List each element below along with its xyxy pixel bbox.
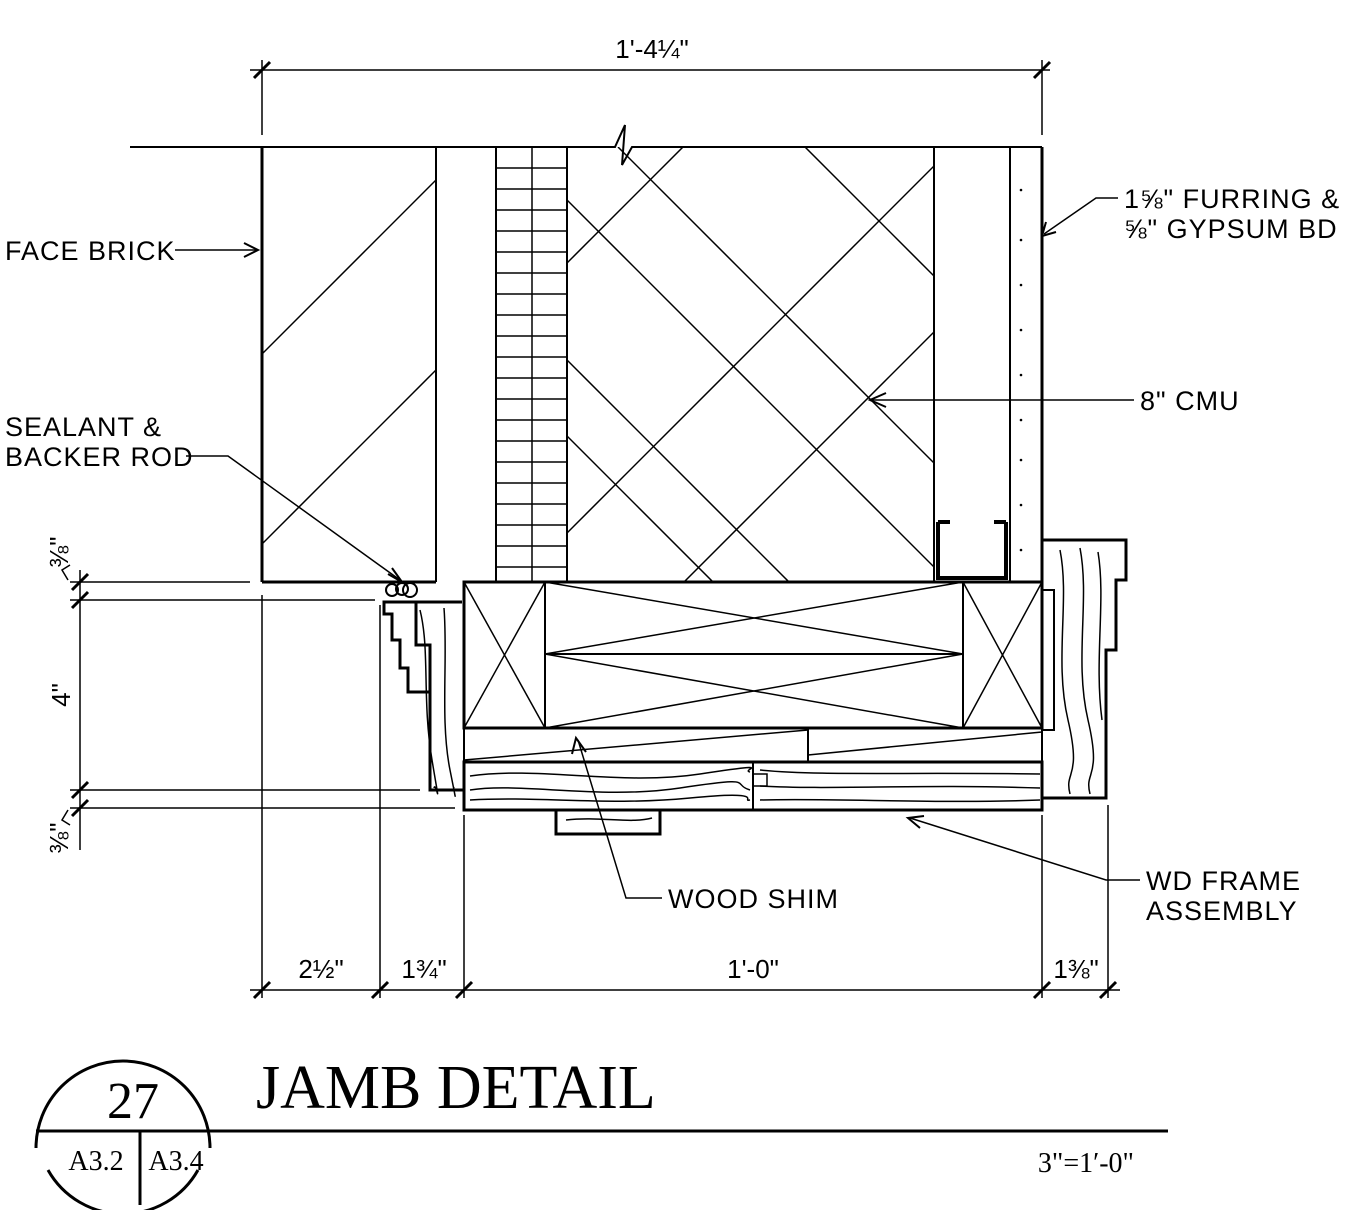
dim-bottom-1: 2½" (298, 954, 343, 984)
interior-casing (1042, 538, 1128, 800)
label-wood-shim: WOOD SHIM (668, 884, 839, 914)
title-block: 27 A3.2 A3.4 JAMB DETAIL 3"=1′-0" (34, 1054, 1168, 1210)
wood-shim (463, 727, 1043, 763)
wood-frame-assembly (382, 538, 1128, 836)
dim-left-3: ⅜" (44, 823, 74, 854)
label-furring-line2: ⅝" GYPSUM BD (1124, 214, 1338, 244)
label-furring-line1: 1⅝" FURRING & (1124, 184, 1340, 214)
cmu-block (567, 147, 935, 582)
insulation-grid (495, 147, 568, 582)
metal-channel (936, 520, 1008, 580)
dimension-lines (60, 60, 1120, 1000)
dim-overall: 1'-4¼" (615, 34, 688, 64)
backer-rod (385, 582, 418, 598)
dim-left-1: ⅜" (44, 537, 74, 568)
label-sealant-line1: SEALANT & (5, 412, 162, 442)
detail-bubble (34, 1059, 212, 1149)
sheet-ref-2: A3.4 (148, 1146, 203, 1177)
label-wd-frame-line1: WD FRAME (1146, 866, 1301, 896)
sheet-ref-1: A3.2 (68, 1146, 123, 1177)
face-brick (260, 147, 437, 584)
dim-left-2: 4" (46, 683, 76, 707)
label-face-brick: FACE BRICK (5, 236, 176, 266)
detail-number: 27 (107, 1073, 159, 1130)
furring-gypsum (936, 147, 1044, 582)
label-cmu: 8" CMU (1140, 386, 1240, 416)
dim-bottom-4: 1⅜" (1053, 954, 1098, 984)
wall-section (130, 124, 1044, 584)
drawing-title: JAMB DETAIL (256, 1054, 656, 1122)
dim-bottom-3: 1'-0" (727, 954, 779, 984)
leader-lines (175, 197, 1140, 899)
drawing-scale: 3"=1′-0" (1038, 1148, 1134, 1179)
frame-stop (554, 810, 662, 836)
label-sealant-line2: BACKER ROD (5, 442, 194, 472)
dim-bottom-2: 1¾" (401, 954, 446, 984)
top-break-line (130, 124, 1042, 166)
annotations: FACE BRICK SEALANT & BACKER ROD 1⅝" FURR… (5, 34, 1340, 984)
label-wd-frame-line2: ASSEMBLY (1146, 896, 1298, 926)
